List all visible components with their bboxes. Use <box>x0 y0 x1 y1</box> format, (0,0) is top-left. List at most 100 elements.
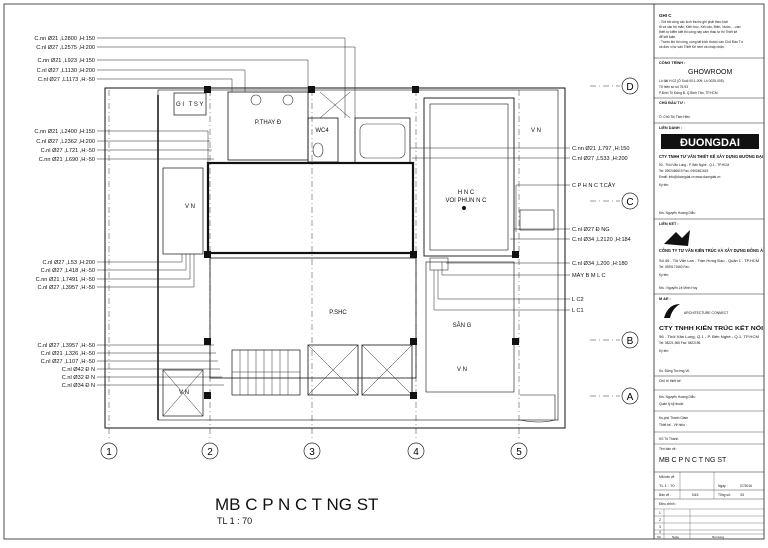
callout-left-7: C.nl Ø27 ,L2362 ,H:200 <box>36 139 95 145</box>
callout-right-5: C.nl Ø34 ,L2120 ,H:184 <box>572 237 631 243</box>
tb-note-4: để kết luận. <box>659 35 676 39</box>
grid-bubble-5 <box>510 442 528 460</box>
tb-note-2: tỗ và các bộ mắc: Kiến trúc, Kết cấu, Đi… <box>659 24 741 29</box>
callout-left-1: C.nn Ø21 ,L2800 ,H:150 <box>34 36 95 42</box>
callout-right-9: L C1 <box>572 308 584 314</box>
callout-left-4: C.nl Ø27 ,L1130 ,H:200 <box>37 68 95 74</box>
tb-project-label: CÔNG TRÌNH : <box>659 60 685 65</box>
room-vn-left-bottom: V N <box>179 390 189 396</box>
tb-company2-tel: Tel: 0929171660 Fax: <box>659 265 690 269</box>
callout-right-2: C.nl Ø27 ,L533 ,H:200 <box>572 156 628 162</box>
logo-architecture-connect <box>664 304 680 318</box>
tb-footer-right: Nội dung <box>712 535 724 539</box>
tb-company1-mail: Email: info@duongdai.vn www.duongdai.vn <box>659 175 721 179</box>
callout-right-7: MÁY B M L C <box>572 272 606 279</box>
room-fountain-line1: H N C <box>458 190 475 196</box>
tb-company1-person: Kts. Nguyễn Hoàng Diễu <box>659 210 695 215</box>
tb-notes-head: GHI C <box>659 13 672 18</box>
callout-left-15: C.nl Ø21 ,L326 ,H:-50 <box>41 351 95 357</box>
grid-bubble-4 <box>407 442 425 460</box>
room-vn-right-top: V N <box>531 128 541 134</box>
tb-company3: CTY TNHH KIẾN TRÚC KẾT NỐI <box>659 325 764 332</box>
grid-label-a: A <box>627 392 634 403</box>
logo-duongdai <box>661 134 759 149</box>
callout-left-8: C.nl Ø27 ,L721 ,H:-50 <box>41 148 95 154</box>
grid-label-1: 1 <box>106 447 112 458</box>
tb-rev-2: 2 <box>659 518 661 522</box>
title-block: GHI C - Ghi tất công các kích thước ghi … <box>654 13 764 539</box>
tb-company2-address: Số 45 - Tôi Văn Lan - Trần Hưng Đạo - Qu… <box>659 259 759 263</box>
grid-label-3: 3 <box>309 447 315 458</box>
callout-left-13: C.nl Ø27 ,L3957 ,H:-50 <box>37 285 95 291</box>
tb-company2-person: Kts : Nguyễn Lê Minh Huy <box>659 285 698 290</box>
tb-date: 07/2016 <box>740 484 752 488</box>
tb-lead-person: Ks.phó Thanh Giám <box>659 416 689 420</box>
tb-company3-person: Ks. Đặng Trường Vũ <box>659 369 690 373</box>
callout-left-6: C.nn Ø21 ,L2400 ,H:150 <box>34 129 95 135</box>
tb-sheet-no: TL 1 : 70 <box>659 483 675 488</box>
callout-left-12: C.nn Ø21 ,L7491 ,H:-50 <box>36 277 95 283</box>
revision-table <box>654 508 764 539</box>
callout-right-6: C.nl Ø34 ,L200 ,H:180 <box>572 261 628 267</box>
tb-lead: Quản lý kỹ thuật: <box>659 402 684 406</box>
structural-columns <box>204 86 519 399</box>
tb-sheet-no-label: Mã bản vẽ <box>659 475 675 479</box>
callout-left-9: C.nn Ø21 ,L690 ,H:-50 <box>39 157 95 163</box>
tb-footer-mid: Ngày <box>672 535 680 539</box>
callout-right-3: C P H N C T.CÂY <box>572 182 616 189</box>
callouts-right: C.nn Ø21 ,L797 ,H:150 C.nl Ø27 ,L533 ,H:… <box>572 146 631 314</box>
callout-left-17: C.nl Ø42 Đ N <box>62 367 95 373</box>
tb-design-manager-person: Kts. Nguyễn Hoàng Diễu <box>659 394 695 399</box>
callouts-left: C.nn Ø21 ,L2800 ,H:150 C.nl Ø27 ,L2575 ,… <box>34 36 95 389</box>
drawing-title: MB C P N C T NG ST <box>215 495 378 514</box>
callout-left-11: C.nl Ø27 ,L418 ,H:-50 <box>41 268 95 274</box>
callout-left-16: C.nl Ø27 ,L107 ,H:-50 <box>41 359 95 365</box>
tb-designer-label: LIÊN DANH : <box>659 125 682 130</box>
tb-rev-4: 4 <box>659 530 661 534</box>
tb-company2-sign: Ký tên: <box>659 273 669 277</box>
logo-duongdai-text: ĐUONGDAI <box>680 137 740 149</box>
tb-note-5: - Trước khi thi công, cùng tất kích thướ… <box>659 40 744 44</box>
callout-left-3: C.nn Ø21 ,L923 ,H:150 <box>37 58 95 64</box>
tb-company1-tel: Tel: 0902466619 Fax: 0902461619 <box>659 169 708 173</box>
room-toilet-label-left: G I <box>176 102 184 108</box>
tb-date-label: Ngày : <box>718 484 728 488</box>
tb-company1-sign: Ký tên: <box>659 183 669 187</box>
grid-bubble-d <box>621 77 639 95</box>
tb-company1: CTY TNHH TƯ VẤN THIẾT KẾ XÂY DỰNG ĐƯỜNG … <box>659 152 763 159</box>
tb-rev-1: 1 <box>659 511 661 515</box>
tb-owner-label: CHỦ ĐẦU TƯ : <box>659 100 685 105</box>
leader-lines-right <box>410 147 570 311</box>
grid-bubble-2 <box>201 442 219 460</box>
sheet-border <box>3 3 765 540</box>
tb-owner-name: Ô: Chủ Thị Tâm Hiền <box>659 114 690 119</box>
fixtures <box>250 94 467 271</box>
callout-left-18: C.nl Ø32 Đ N <box>62 375 95 381</box>
room-wc-label: WC4 <box>315 128 329 134</box>
grid-row-bubbles: D C B A <box>621 77 639 405</box>
room-changing-label: P.THAY Đ <box>255 120 282 126</box>
drawing-scale: TL 1 : 70 <box>217 516 252 526</box>
tb-designer-title: Thiết kế - Vẽ hiệu : <box>659 423 687 427</box>
tb-designer-person: KS Tô Thành <box>659 437 678 441</box>
tb-company3-address: 96 - Thôi Văn Lung, Q.1 - P. Bến Nghé - … <box>659 335 759 339</box>
grid-label-5: 5 <box>516 447 522 458</box>
grid-bubble-c <box>621 192 639 210</box>
tb-company2: CÔNG TY TƯ VẤN KIẾN TRÚC VÀ XÂY DỰNG ĐÔN… <box>659 246 763 254</box>
tb-company3-tel: Tel: 08221,965 Fax: 0822196 <box>659 341 701 345</box>
tb-revision-label: Điều chỉnh : <box>659 502 676 506</box>
grid-label-c: C <box>626 197 633 208</box>
grid-bubble-1 <box>100 442 118 460</box>
callout-right-4: C.nl Ø27 Đ NG <box>572 227 610 233</box>
tb-me-label: M &E : <box>659 297 671 301</box>
tb-design-manager: Chủ trì thiết kế: <box>659 379 681 383</box>
callout-left-2: C.nl Ø27 ,L2575 ,H:200 <box>36 45 95 51</box>
tb-project-info-2: Tổ hiện số số 76,93 <box>659 85 688 89</box>
grid-label-4: 4 <box>413 447 419 458</box>
stair-treads <box>232 350 300 395</box>
tb-note-6: và đơn vị tư vấn Thiết Kế xem và chấp nh… <box>659 45 725 49</box>
tb-company1-address: 90 - Thôi Văn Lung - P. Bến Nghé - Q.1 -… <box>659 163 729 167</box>
callout-left-14: C.nl Ø27 ,L3957 ,H:-50 <box>37 343 95 349</box>
